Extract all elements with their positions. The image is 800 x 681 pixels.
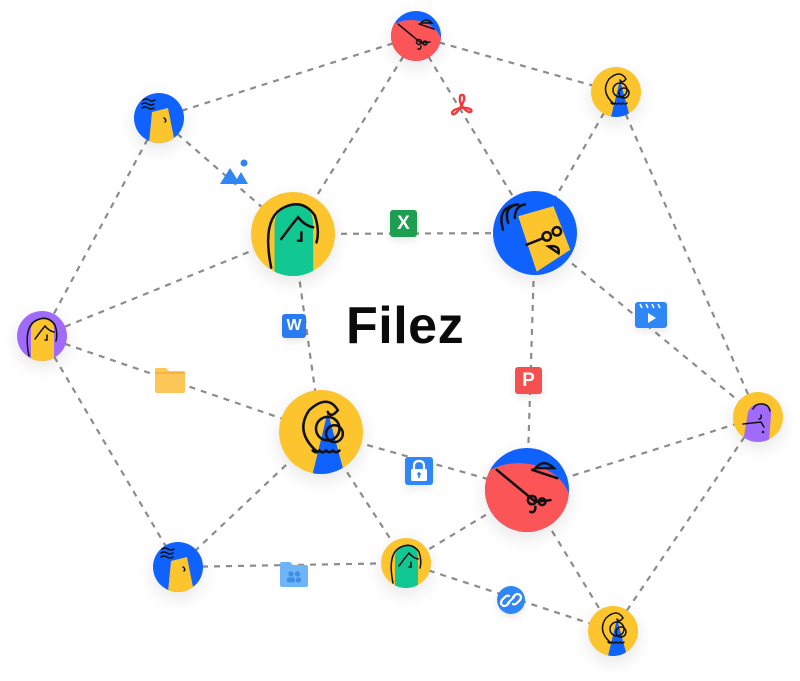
- lock-icon[interactable]: [405, 457, 433, 485]
- image-icon[interactable]: [218, 158, 250, 186]
- connection-line: [415, 35, 536, 234]
- connection-line: [41, 117, 160, 337]
- avatar-right[interactable]: [733, 392, 783, 442]
- avatar-left[interactable]: [17, 311, 67, 361]
- connection-line: [177, 561, 407, 569]
- video-icon[interactable]: [635, 302, 667, 328]
- connection-line: [614, 91, 760, 418]
- avatar-mid-right-big[interactable]: [493, 191, 577, 275]
- excel-label: X: [397, 212, 410, 234]
- word-icon[interactable]: W: [282, 314, 306, 338]
- link-icon[interactable]: [497, 586, 525, 614]
- avatar-top[interactable]: [391, 11, 441, 61]
- avatar-top-left[interactable]: [134, 93, 184, 143]
- avatar-top-right[interactable]: [591, 67, 641, 117]
- avatar-center-big[interactable]: [279, 390, 363, 474]
- word-label: W: [286, 317, 302, 334]
- folder-icon[interactable]: [154, 366, 185, 394]
- shared-folder-icon[interactable]: [279, 561, 309, 588]
- connection-line: [41, 335, 179, 568]
- brand-title: Filez: [346, 297, 465, 355]
- connection-line: [415, 34, 617, 94]
- powerpoint-icon[interactable]: P: [515, 367, 542, 394]
- avatar-bottom-left[interactable]: [153, 542, 203, 592]
- connection-line: [158, 34, 417, 120]
- pdf-icon[interactable]: [449, 92, 475, 118]
- avatar-bottom-center[interactable]: [381, 538, 431, 588]
- connection-line: [41, 232, 294, 338]
- avatar-mid-left-big[interactable]: [251, 192, 335, 276]
- powerpoint-label: P: [522, 369, 535, 391]
- excel-icon[interactable]: X: [390, 210, 417, 237]
- avatar-bottom-right[interactable]: [588, 606, 638, 656]
- connection-line: [291, 233, 323, 433]
- avatar-bottom-right-big[interactable]: [485, 448, 569, 532]
- connection-line: [177, 431, 322, 568]
- connection-line: [612, 416, 759, 632]
